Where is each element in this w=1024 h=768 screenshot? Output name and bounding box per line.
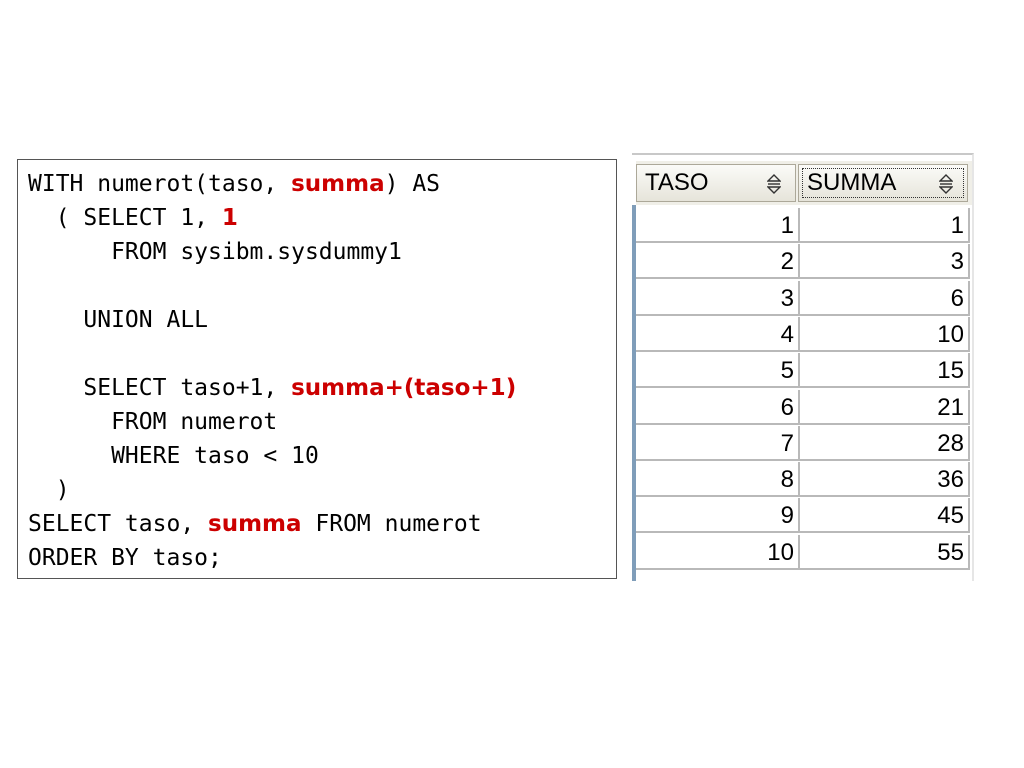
code-highlight: 1: [221, 205, 238, 231]
grid-left-edge: [632, 205, 636, 581]
code-line: ( SELECT 1, 1: [28, 201, 238, 235]
cell-summa[interactable]: 55: [800, 534, 970, 570]
code-text: ( SELECT 1,: [28, 205, 222, 231]
code-line: SELECT taso, summa FROM numerot: [28, 507, 482, 541]
cell-taso[interactable]: 6: [636, 389, 800, 425]
cell-summa[interactable]: 6: [800, 280, 970, 316]
cell-taso[interactable]: 2: [636, 244, 800, 280]
cell-taso[interactable]: 1: [636, 208, 800, 243]
column-header-label: SUMMA: [807, 169, 897, 196]
code-line: ORDER BY taso;: [28, 541, 222, 575]
cell-summa[interactable]: 1: [800, 208, 970, 243]
code-line: FROM sysibm.sysdummy1: [28, 235, 402, 269]
code-line: WITH numerot(taso, summa) AS: [28, 167, 440, 201]
code-text: FROM numerot: [301, 511, 482, 537]
cell-taso[interactable]: 7: [636, 425, 800, 461]
code-text: SELECT taso+1,: [28, 375, 292, 401]
code-text: WITH numerot(taso,: [28, 171, 292, 197]
cell-summa[interactable]: 10: [800, 316, 970, 352]
cell-summa[interactable]: 15: [800, 353, 970, 389]
cell-taso[interactable]: 8: [636, 462, 800, 498]
code-text: WHERE taso < 10: [28, 443, 319, 469]
code-highlight: summa+(taso+1): [291, 375, 517, 401]
code-line: WHERE taso < 10: [28, 439, 319, 473]
code-text: SELECT taso,: [28, 511, 209, 537]
cell-taso[interactable]: 9: [636, 498, 800, 534]
grid-header: TASO SUMMA: [636, 161, 972, 205]
cell-taso[interactable]: 5: [636, 353, 800, 389]
code-text: UNION ALL: [28, 307, 209, 333]
code-line: UNION ALL: [28, 303, 208, 337]
sort-icon[interactable]: [939, 174, 953, 194]
cell-taso[interactable]: 4: [636, 316, 800, 352]
cell-summa[interactable]: 36: [800, 462, 970, 498]
focus-outline: [802, 168, 964, 198]
code-line: ): [28, 473, 70, 507]
code-text: ): [28, 477, 70, 503]
code-text: FROM numerot: [28, 409, 278, 435]
cell-summa[interactable]: 3: [800, 244, 970, 280]
code-text: ) AS: [384, 171, 441, 197]
code-text: FROM sysibm.sysdummy1: [28, 239, 402, 265]
cell-taso[interactable]: 3: [636, 280, 800, 316]
cell-summa[interactable]: 28: [800, 425, 970, 461]
code-text: ORDER BY taso;: [28, 545, 222, 571]
cell-summa[interactable]: 45: [800, 498, 970, 534]
code-highlight: summa: [208, 511, 302, 537]
code-highlight: summa: [291, 171, 385, 197]
column-header-summa[interactable]: SUMMA: [798, 164, 968, 202]
code-line: FROM numerot: [28, 405, 277, 439]
code-line: SELECT taso+1, summa+(taso+1): [28, 371, 516, 405]
cell-summa[interactable]: 21: [800, 389, 970, 425]
sql-code-panel: WITH numerot(taso, summa) AS ( SELECT 1,…: [17, 159, 617, 579]
column-header-taso[interactable]: TASO: [636, 164, 796, 202]
sort-icon[interactable]: [767, 174, 781, 194]
cell-taso[interactable]: 10: [636, 534, 800, 570]
column-header-label: TASO: [645, 169, 709, 196]
